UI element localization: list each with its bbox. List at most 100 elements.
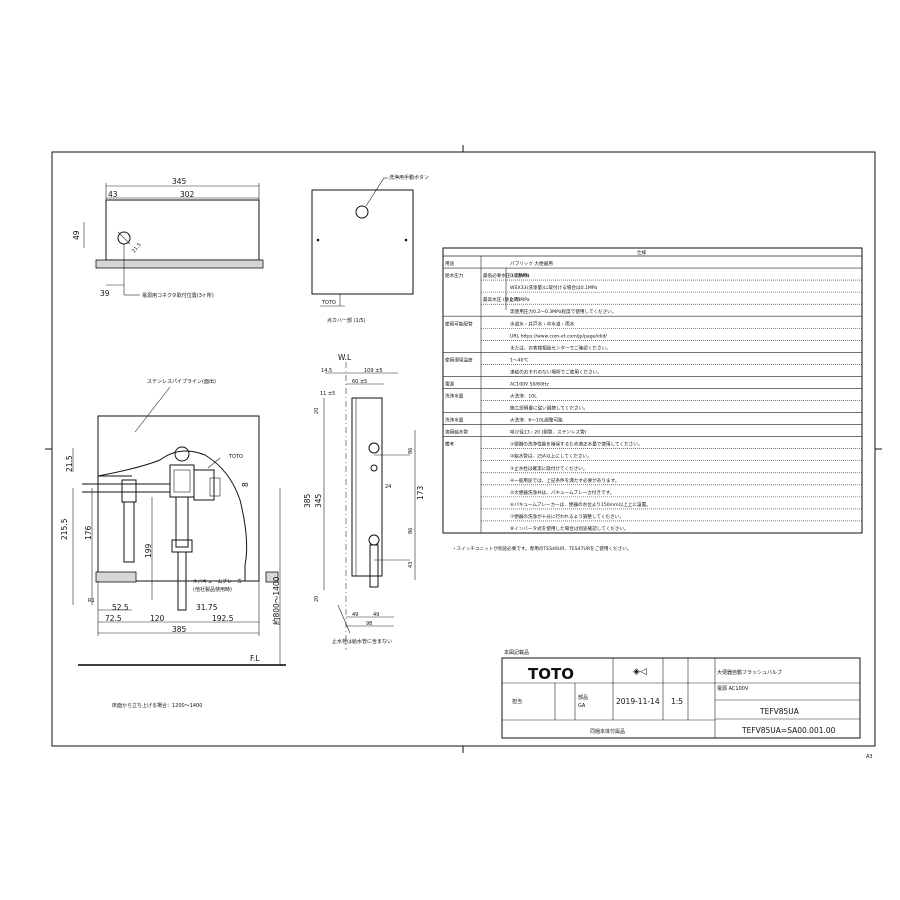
spec-row-value: ⑥バキュームブレーカーは、便器の水位より150mm以上上に設置。 — [510, 501, 651, 508]
valve-cap — [174, 446, 190, 462]
flush-button-circle — [355, 205, 369, 219]
front-brand: TOTO — [228, 454, 243, 460]
floor-block-right — [265, 571, 279, 583]
side-dim-86-top: 86 — [408, 448, 414, 454]
spec-row-sub: 最低必要水圧 (流動時) — [483, 272, 530, 279]
side-body — [351, 397, 383, 577]
spec-table-frame — [442, 247, 863, 534]
top-dim-345: 345 — [172, 177, 187, 186]
top-dim-302: 302 — [180, 190, 195, 199]
side-view: W.L 14.5 109 ±5 60 ±5 11 ±5 20 385 345 2… — [303, 353, 425, 650]
side-spud — [369, 544, 379, 588]
spec-row-value: WSX33(洗浄量)に取付ける場合は0.1MPa — [510, 284, 597, 291]
spec-header: 仕様 — [637, 249, 647, 256]
front-dim-72.5: 72.5 — [105, 614, 122, 623]
side-dim-14.5: 14.5 — [321, 368, 332, 374]
pipe-note: ステンレスパイプライン(面出) — [147, 378, 216, 385]
spec-row-value: 施工説明書に従い調節してください。 — [510, 405, 588, 412]
sheet-size-label: A3 — [866, 754, 873, 760]
spec-row-value: 凍結のおそれのない場所でご使用ください。 — [510, 368, 602, 375]
title-small-2: 部品 — [578, 694, 588, 701]
front-range: 約800〜1400 — [271, 576, 281, 625]
install-note: 床面から立ち上げる場合：1200〜1400 — [112, 702, 202, 709]
sheet-border — [51, 151, 876, 747]
cover-screw — [316, 238, 320, 242]
spec-row-value: または、お客様相談センターでご確認ください。 — [510, 344, 611, 351]
spec-row-value: ①便器の洗浄性能を確保するため適正水量で使用してください。 — [510, 441, 642, 448]
top-body-outline — [105, 199, 260, 261]
spec-row-value: URL https://www.com-et.com/jp/page/idid/ — [510, 333, 607, 339]
spec-row-value: 水道水・井戸水・中水道・雨水 — [510, 320, 575, 327]
side-note: 止水栓は給水管に含まない — [332, 638, 392, 645]
spud-pipe — [177, 551, 187, 611]
spec-row-label: 使用環境温度 — [445, 356, 473, 363]
front-view: ステンレスパイプライン(面出) TOTO ⑦バキュームブレーカー (他社製品使用… — [60, 378, 286, 709]
flush-button-label: 洗浄用手動ボタン — [389, 174, 429, 181]
vb-sub: (他社製品使用時) — [193, 586, 232, 593]
side-dim-109: 109 ±5 — [364, 368, 383, 374]
front-cover-curve — [97, 450, 248, 581]
spec-row-value: AC100V 50/60Hz — [510, 381, 549, 387]
spec-row-value: 呼び径13・20 (銅管、ステンレス管) — [510, 429, 587, 436]
side-dim-24: 24 — [385, 484, 391, 490]
title-block: 本図記載品 TOTO ◈◁ 担当 部品 GA 大便器自動フラッシュバルブ 電源 … — [501, 649, 861, 739]
front-dim-52.5: 52.5 — [112, 603, 129, 612]
cover-screw-right — [404, 238, 408, 242]
side-dim-43: 43 — [408, 562, 414, 568]
front-dim-215.5: 215.5 — [60, 518, 69, 540]
spec-row-sub: 最高水圧 (静止時) — [483, 296, 520, 303]
side-dim-86-bottom: 86 — [408, 528, 414, 534]
side-dim-20-top: 20 — [314, 408, 320, 414]
top-dim-21.5: 21.5 — [131, 242, 143, 254]
front-dim-120: 120 — [150, 614, 165, 623]
title-model: TEFV85UA — [759, 707, 800, 716]
spec-row-value: ④一般用途では、上記条件を満たす必要があります。 — [510, 477, 619, 484]
side-dim-345: 345 — [314, 493, 323, 508]
spec-row-label: 用途 — [445, 260, 455, 267]
vacuum-breaker — [171, 539, 193, 553]
side-dim-385: 385 — [303, 493, 312, 508]
top-dim-39: 39 — [100, 289, 110, 298]
top-dim-49: 49 — [72, 230, 81, 240]
front-dim-385: 385 — [172, 625, 187, 634]
spec-row-value: 0.75MPa — [510, 297, 530, 303]
spec-footnote: ・スイッチユニットが別途必要です。専用のTES46UR、TES47URをご使用く… — [452, 545, 631, 552]
solenoid-unit — [193, 469, 215, 501]
title-bottom-label: 同梱本体付属品 — [590, 728, 625, 735]
spec-row-value: パブリック 大便器用 — [510, 260, 553, 267]
front-dim-176: 176 — [84, 525, 93, 540]
front-dim-21.5: 21.5 — [65, 455, 74, 472]
floor-label: F.L — [250, 654, 260, 663]
side-dim-11: 11 ±5 — [320, 391, 335, 397]
front-dim-31.75: 31.75 — [196, 603, 218, 612]
spec-row-label: 洗浄水量 — [445, 417, 464, 424]
front-dim-199: 199 — [144, 543, 153, 558]
product-name: 大便器自動フラッシュバルブ — [717, 669, 782, 676]
spec-row-value: ⑧インバータ式を使用した場合は別途確認してください。 — [510, 525, 629, 532]
floor-block — [95, 571, 137, 583]
spec-row-label: 洗浄水量 — [445, 393, 464, 400]
wl-label: W.L — [338, 353, 352, 362]
spec-row-value: 大洗浄：6〜10L調整可能 — [510, 417, 563, 424]
title-drawing-no: TEFV85UA=SA00.001.00 — [741, 726, 836, 735]
spec-row-value: 大洗浄：10L — [510, 393, 537, 400]
spec-row-value: ⑦便器の洗浄が十分に行われるよう調整してください。 — [510, 513, 624, 520]
title-small-1: 担当 — [512, 698, 522, 705]
cover-view: 洗浄用手動ボタン TOTO 点カバー部 (1/5) — [311, 174, 429, 324]
spec-row-value: 1〜40℃ — [510, 357, 529, 363]
title-block-frame — [501, 657, 861, 739]
spec-row-label: 給水圧力 — [445, 272, 464, 279]
spec-row-value: 0.07MPa — [510, 273, 530, 279]
cover-label: 点カバー部 (1/5) — [327, 317, 366, 324]
spec-row-label: 電源 — [445, 380, 455, 387]
projection-symbol: ◈◁ — [633, 667, 647, 677]
side-valve-lower — [368, 534, 380, 546]
top-connector-note: 電源用コネクタ取付位置(3ヶ所) — [142, 292, 214, 299]
spec-row-value: 実使用圧力0.2〜0.3MPa程度で使用してください。 — [510, 308, 616, 315]
side-valve-upper — [368, 442, 380, 454]
vb-label: ⑦バキュームブレーカー — [193, 578, 247, 585]
top-dim-43: 43 — [108, 190, 118, 199]
cover-outline — [311, 189, 414, 295]
